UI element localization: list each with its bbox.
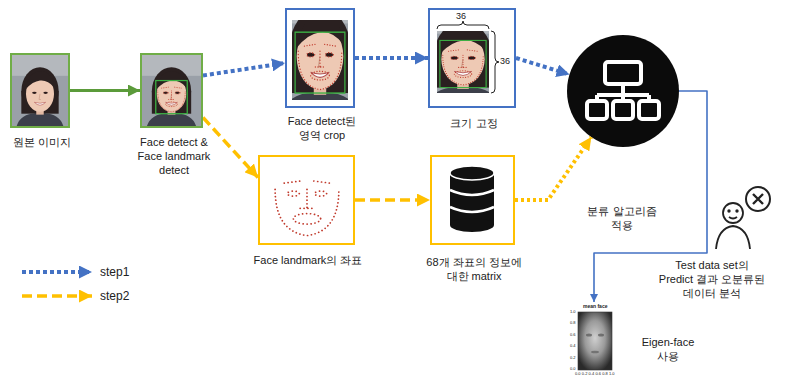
axis-label: 1.0	[570, 310, 576, 314]
database-icon	[450, 166, 494, 232]
node-label: 68개 좌표의 정보에 대한 matrix	[426, 256, 522, 284]
legend-line-sample	[22, 270, 92, 274]
photo-box: Face detect & Face landmark detect	[140, 53, 203, 128]
person-icon	[716, 187, 770, 249]
axis-label: 0.4	[570, 344, 576, 348]
node-label: Face detect & Face landmark detect	[132, 136, 217, 177]
axis-label: 0.2	[570, 356, 576, 360]
axis-label: 0.0	[575, 372, 581, 376]
flow-arrow	[203, 63, 285, 76]
mean-face-node: Eigen-face 사용	[573, 302, 615, 378]
flow-arrow	[355, 198, 430, 202]
axis-label: 0.8	[570, 321, 576, 325]
axis-label: 0.6	[595, 372, 601, 376]
landmark-box: Face landmark의 좌표	[258, 155, 355, 245]
hierarchy-icon	[587, 62, 659, 119]
axis-label: 0.8	[602, 372, 608, 376]
axis-label: mean face	[583, 304, 607, 309]
algorithm-circle	[567, 35, 679, 147]
face-photo	[12, 55, 68, 126]
axis-label: 0.2	[582, 372, 588, 376]
size-bracket	[437, 21, 489, 29]
flow-arrow	[516, 58, 570, 75]
flow-arrow	[203, 118, 258, 178]
flow-arrow	[70, 89, 140, 92]
face-detect-photo	[142, 55, 201, 126]
node-label: Face landmark의 좌표	[254, 254, 363, 268]
node-label: Test data set의 Predict 결과 오분류된 데이터 분석	[657, 259, 767, 300]
node-label: 분류 알고리즘 적용	[582, 205, 662, 233]
mean-face-image	[578, 312, 612, 370]
flow-arrow	[355, 56, 428, 60]
landmark-points	[275, 181, 339, 236]
flow-arrow	[515, 137, 591, 200]
dimension-label: 36	[500, 57, 510, 66]
algorithm-circle: 분류 알고리즘 적용	[567, 35, 679, 147]
resized-face	[420, 4, 507, 105]
photo-box: 원본 이미지	[10, 53, 70, 128]
axis-label: 0.6	[570, 333, 576, 337]
dimension-label: 36	[456, 12, 466, 21]
legend-text: step1	[100, 265, 129, 279]
legend-line-sample	[22, 294, 92, 298]
database-box: 68개 좌표의 정보에 대한 matrix	[430, 155, 515, 245]
person-icon-node: Test data set의 Predict 결과 오분류된 데이터 분석	[715, 188, 775, 250]
node-label: Face detect된 영역 crop	[282, 115, 362, 143]
axis-label: 1.0	[609, 372, 615, 376]
image-box: Face detect된 영역 crop	[285, 8, 355, 108]
cropped-face	[273, 0, 366, 116]
size-bracket	[491, 31, 499, 93]
axis-label: 0.0	[570, 367, 576, 371]
node-label: Eigen-face 사용	[635, 336, 701, 364]
legend-text: step2	[100, 289, 129, 303]
node-label: 크기 고정	[450, 117, 497, 131]
node-label: 원본 이미지	[13, 136, 71, 150]
axis-label: 0.4	[589, 372, 595, 376]
